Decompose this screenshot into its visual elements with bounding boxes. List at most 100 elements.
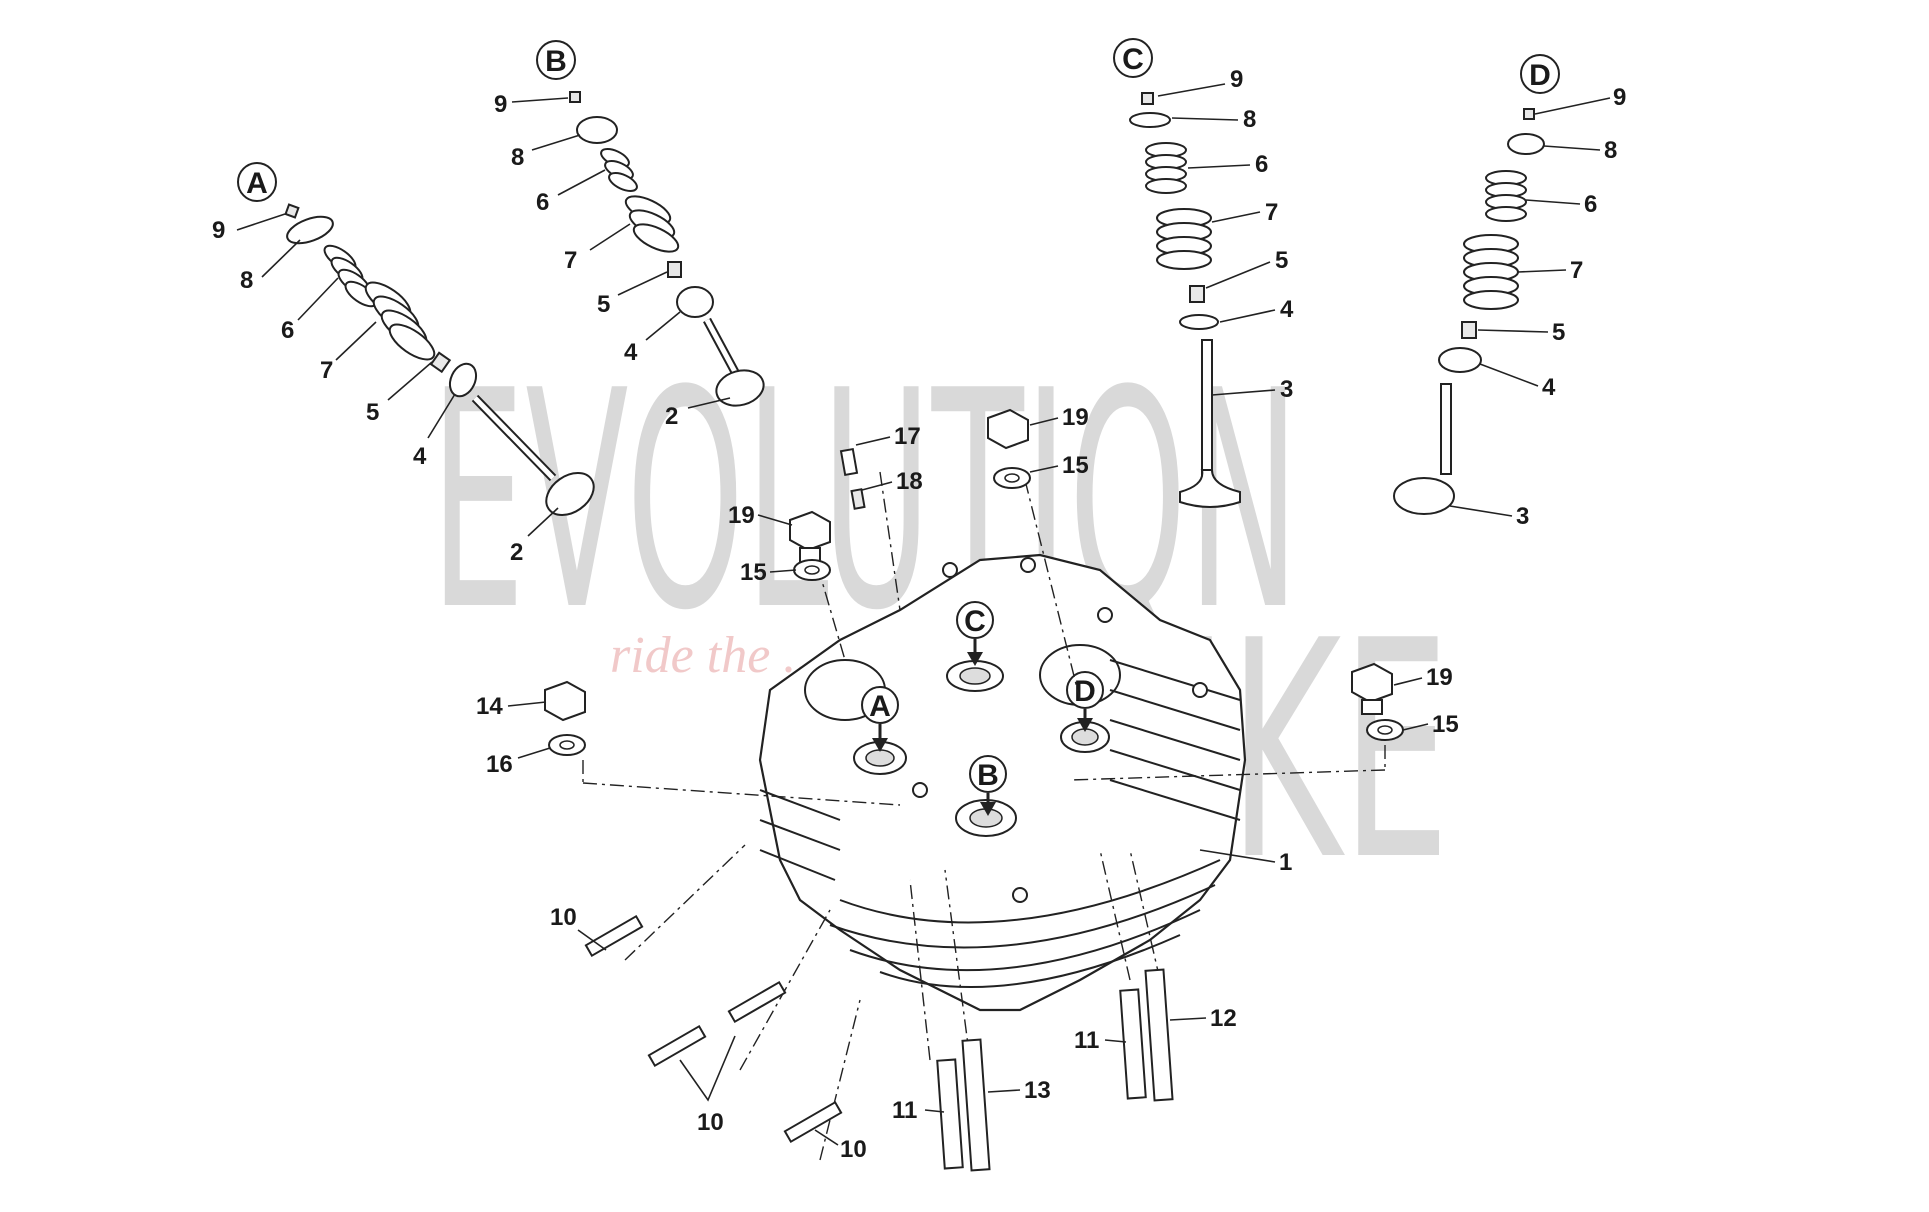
valve-head-icon	[545, 472, 595, 516]
callout-a-4: 4	[413, 443, 427, 470]
callout-d-9: 9	[1613, 84, 1626, 111]
callout-c-6: 6	[1255, 151, 1268, 178]
callout-19-left: 19	[728, 502, 755, 529]
callout-16: 16	[486, 751, 513, 778]
callout-a-6: 6	[281, 317, 294, 344]
callout-11-right: 11	[1074, 1027, 1099, 1054]
stud-bolt-icon	[783, 1100, 843, 1144]
callout-d-5: 5	[1552, 319, 1565, 346]
valve-head-icon	[1393, 477, 1455, 515]
stud-bolt-icon	[647, 980, 787, 1068]
dowel-pin-icon	[839, 447, 859, 477]
callout-15-center: 15	[1062, 452, 1089, 479]
callout-d-8: 8	[1604, 137, 1617, 164]
marker-circle-b	[536, 40, 576, 80]
callout-15-right: 15	[1432, 711, 1459, 738]
callout-c-4: 4	[1280, 296, 1294, 323]
callout-c-8: 8	[1243, 106, 1256, 133]
outer-spring-icon	[624, 195, 680, 253]
pointer-label-a: A	[869, 690, 891, 723]
hex-bolt-icon	[789, 510, 831, 552]
inner-spring-icon	[600, 148, 638, 192]
callout-17: 17	[894, 423, 921, 450]
long-stud-icon	[1119, 968, 1174, 1102]
pointer-label-b: B	[977, 759, 999, 792]
valve-assembly-b: B 9 8 6 7 5 4 2	[494, 40, 765, 430]
valve-keeper-icon	[1141, 92, 1154, 105]
outer-spring-icon	[364, 281, 436, 361]
spring-seat-icon	[1438, 347, 1482, 373]
callout-13: 13	[1024, 1077, 1051, 1104]
valve-stem-icon	[1440, 383, 1452, 475]
callout-c-7: 7	[1265, 199, 1278, 226]
valve-seal-icon	[667, 261, 682, 278]
watermark-tagline: ride the ...	[610, 627, 822, 684]
cooling-fins	[759, 659, 1241, 988]
spring-retainer-icon	[576, 116, 618, 144]
stud-pin-icon	[850, 488, 866, 510]
inner-spring-icon	[1485, 170, 1527, 222]
callout-a-8: 8	[240, 267, 253, 294]
callout-d-7: 7	[1570, 257, 1583, 284]
stud-bolt-icon	[584, 914, 644, 958]
valve-pocket-b	[955, 799, 1017, 837]
fasteners: 17 18 19 15 19 15 19 15 14	[476, 404, 1459, 1172]
marker-label-c: C	[1122, 43, 1144, 76]
inner-spring-icon	[323, 244, 378, 308]
valve-assembly-a: A 9 8 6 7 5 4 2	[212, 162, 595, 566]
callout-18: 18	[896, 468, 923, 495]
valve-stem-icon	[1201, 339, 1213, 476]
hex-bolt-icon	[1351, 662, 1393, 704]
spring-retainer-icon	[1129, 112, 1171, 128]
inner-spring-icon	[1145, 142, 1187, 194]
callout-a-5: 5	[366, 399, 379, 426]
marker-circle-d	[1520, 54, 1560, 94]
callout-10-c: 10	[840, 1136, 867, 1163]
spring-retainer-icon	[286, 215, 334, 245]
valve-keeper-icon	[284, 203, 300, 219]
valve-pocket-c	[946, 660, 1004, 692]
marker-label-d: D	[1529, 59, 1551, 92]
valve-head-icon	[1179, 469, 1241, 508]
valve-seal-icon	[429, 351, 452, 374]
hex-bolt-icon	[544, 680, 586, 722]
outer-spring-icon	[1463, 234, 1519, 310]
callout-c-9: 9	[1230, 66, 1243, 93]
hex-bolt-icon	[987, 408, 1029, 450]
callout-a-7: 7	[320, 357, 333, 384]
callout-d-3: 3	[1516, 503, 1529, 530]
callout-10-b: 10	[697, 1109, 724, 1136]
callout-11-left: 11	[892, 1097, 917, 1124]
valve-assembly-c: C 9 8 6 7 5 4 3	[1113, 38, 1294, 508]
callout-b-5: 5	[597, 291, 610, 318]
spring-seat-icon	[1179, 314, 1219, 330]
spring-seat-icon	[676, 286, 714, 318]
marker-label-b: B	[545, 45, 567, 78]
callout-a-9: 9	[212, 217, 225, 244]
marker-label-a: A	[246, 167, 268, 200]
valve-assembly-d: D 9 8 6 7 5 4 3	[1393, 54, 1626, 530]
valve-head-icon	[715, 369, 765, 407]
valve-seal-icon	[1461, 321, 1477, 339]
cylinder-head: A B C D	[758, 553, 1247, 1012]
callout-b-8: 8	[511, 144, 524, 171]
marker-circle-c	[1113, 38, 1153, 78]
callout-14: 14	[476, 693, 503, 720]
callout-b-2: 2	[665, 403, 678, 430]
callout-10-a: 10	[550, 904, 577, 931]
outer-spring-icon	[1156, 208, 1212, 270]
callout-c-5: 5	[1275, 247, 1288, 274]
valve-keeper-icon	[569, 91, 581, 103]
callout-12: 12	[1210, 1005, 1237, 1032]
callout-b-4: 4	[624, 339, 638, 366]
marker-circle-a	[237, 162, 277, 202]
pointer-a: A	[861, 686, 899, 752]
valve-pocket-d	[1060, 721, 1110, 753]
pointer-c: C	[956, 601, 994, 666]
callout-d-4: 4	[1542, 374, 1556, 401]
callout-a-2: 2	[510, 539, 523, 566]
callout-1: 1	[1279, 849, 1292, 876]
callout-19-right: 19	[1426, 664, 1453, 691]
